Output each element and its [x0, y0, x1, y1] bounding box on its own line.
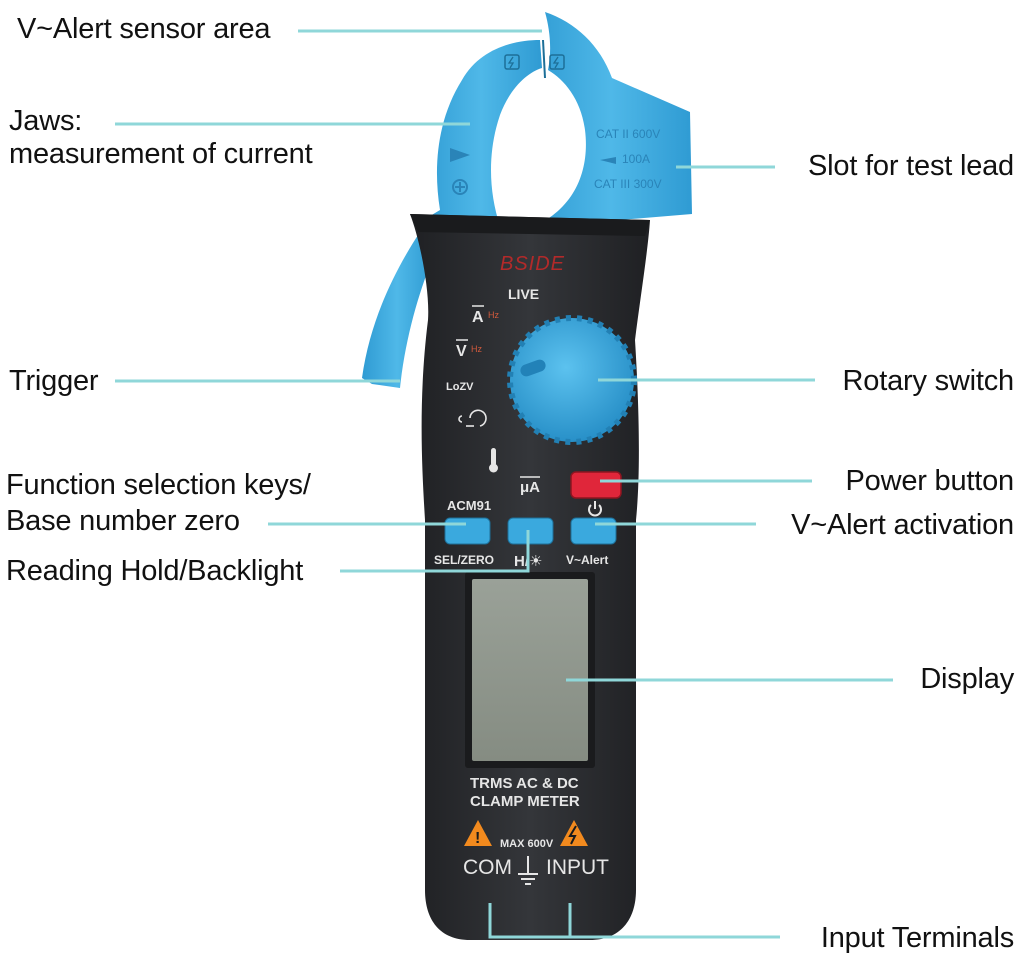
- high-voltage-icon: [560, 820, 588, 846]
- bolt-icon: [552, 56, 560, 69]
- right-jaw: [530, 12, 692, 228]
- leader-hold: [340, 530, 530, 573]
- jaw-cat-label-1: CAT II 600V: [596, 127, 660, 141]
- leader-terminals: [488, 903, 780, 939]
- callout-power: Power button: [845, 465, 1015, 497]
- jaw-arrow-left-icon: [600, 157, 616, 164]
- left-jaw: [420, 40, 542, 226]
- trigger[interactable]: [362, 232, 432, 388]
- callout-hold: Reading Hold/Backlight: [6, 555, 304, 587]
- jaw-plus-icon: [452, 179, 468, 195]
- bolt-icon: [549, 54, 565, 70]
- callout-rotary: Rotary switch: [842, 365, 1015, 397]
- power-button[interactable]: [570, 471, 622, 499]
- func-v-symbol: V: [456, 343, 467, 360]
- svg-text:!: !: [475, 830, 480, 847]
- thermometer-icon: [489, 448, 498, 473]
- meter-title-line1: TRMS AC & DC: [470, 775, 579, 792]
- callout-valert: V~Alert activation: [791, 509, 1014, 541]
- callout-terminals: Input Terminals: [820, 922, 1014, 954]
- jaw-arrow-icon: [450, 148, 470, 162]
- bolt-icon: [507, 56, 515, 69]
- callout-sensor-area: V~Alert sensor area: [17, 13, 271, 45]
- lcd-display: [472, 579, 588, 761]
- valert-label: V~Alert: [566, 553, 608, 567]
- bolt-icon: [504, 54, 520, 70]
- sel-zero-key[interactable]: [444, 517, 491, 545]
- func-a-hz: Hz: [488, 310, 499, 320]
- sel-zero-label: SEL/ZERO: [434, 553, 494, 567]
- callout-display: Display: [920, 663, 1014, 695]
- clamp-jaws: CAT II 600V 100A CAT III 300V: [420, 12, 692, 228]
- leader-lines: [115, 29, 893, 939]
- jaw-cat-label-3: CAT III 300V: [594, 177, 662, 191]
- ground-icon: [518, 856, 538, 885]
- func-v-hz: Hz: [471, 344, 482, 354]
- continuity-icon: [458, 409, 487, 427]
- max-voltage-label: MAX 600V: [500, 838, 554, 850]
- callout-function-keys: Function selection keys/: [6, 469, 311, 501]
- power-icon: [588, 501, 602, 517]
- brand-logo: BSIDE: [500, 253, 565, 275]
- warning-icon: !: [464, 820, 492, 847]
- jaw-cat-label-2: 100A: [622, 152, 650, 166]
- callout-slot: Slot for test lead: [808, 150, 1014, 182]
- callout-jaws-title: Jaws:: [9, 105, 83, 137]
- com-terminal-label: COM: [463, 856, 512, 879]
- model-label: ACM91: [447, 498, 491, 513]
- live-label: LIVE: [508, 286, 539, 302]
- input-terminal-label: INPUT: [546, 856, 609, 879]
- microamp-symbol: μA: [520, 479, 540, 496]
- callout-base-zero: Base number zero: [6, 505, 240, 537]
- func-loz-symbol: LoZV: [446, 381, 474, 393]
- hold-backlight-key[interactable]: [507, 517, 554, 545]
- callout-trigger: Trigger: [9, 365, 99, 397]
- meter-title-line2: CLAMP METER: [470, 793, 580, 810]
- func-a-symbol: A: [472, 309, 484, 326]
- callout-jaws-desc: measurement of current: [9, 138, 313, 170]
- valert-key[interactable]: [570, 517, 617, 545]
